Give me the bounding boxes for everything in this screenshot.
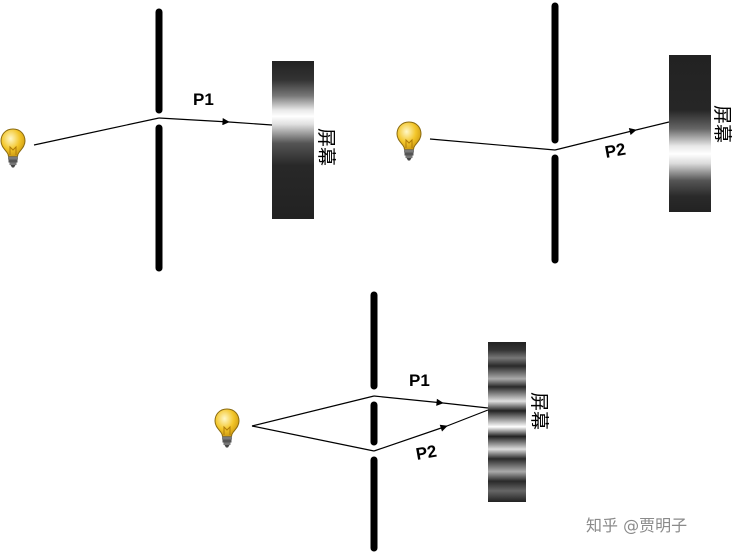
bulb-top-left <box>0 128 26 168</box>
ray-top-left-p1 <box>158 117 230 126</box>
ray-bottom-p1 <box>373 395 444 406</box>
light-bulb-icon <box>0 128 26 168</box>
panel-top-left: P1 屏幕 <box>0 8 337 272</box>
light-bulb-icon <box>396 121 422 161</box>
ray-top-left-in <box>33 117 160 146</box>
bulb-top-right <box>396 121 422 161</box>
label-p2-bottom: P2 <box>414 442 438 464</box>
ray-bottom-p1-tail <box>442 402 489 409</box>
screen-top-right <box>669 55 711 212</box>
screen-label-bottom: 屏幕 <box>528 392 550 430</box>
screen-top-left <box>272 61 314 219</box>
ray-bottom-p2-tail <box>446 409 489 427</box>
label-p2-top: P2 <box>603 140 627 162</box>
panel-bottom: P1 P2 屏幕 <box>214 291 550 552</box>
light-bulb-icon <box>214 408 240 448</box>
ray-top-left-p1-tail <box>228 121 273 126</box>
ray-top-right-p2 <box>554 128 637 151</box>
label-p1-bottom: P1 <box>409 371 430 390</box>
ray-top-right-in <box>429 138 556 151</box>
screen-label-top-left: 屏幕 <box>315 128 337 166</box>
ray-bottom-p2 <box>373 424 448 452</box>
ray-bottom-in-p2 <box>251 425 375 452</box>
label-p1-top: P1 <box>193 90 214 109</box>
panel-top-right: P2 屏幕 <box>396 2 733 264</box>
screen-label-top-right: 屏幕 <box>711 105 733 143</box>
ray-bottom-in-p1 <box>251 395 375 427</box>
bulb-bottom <box>214 408 240 448</box>
screen-bottom <box>488 342 526 502</box>
watermark: 知乎 @贾明子 <box>586 516 688 535</box>
ray-top-right-p2-tail <box>635 121 670 131</box>
